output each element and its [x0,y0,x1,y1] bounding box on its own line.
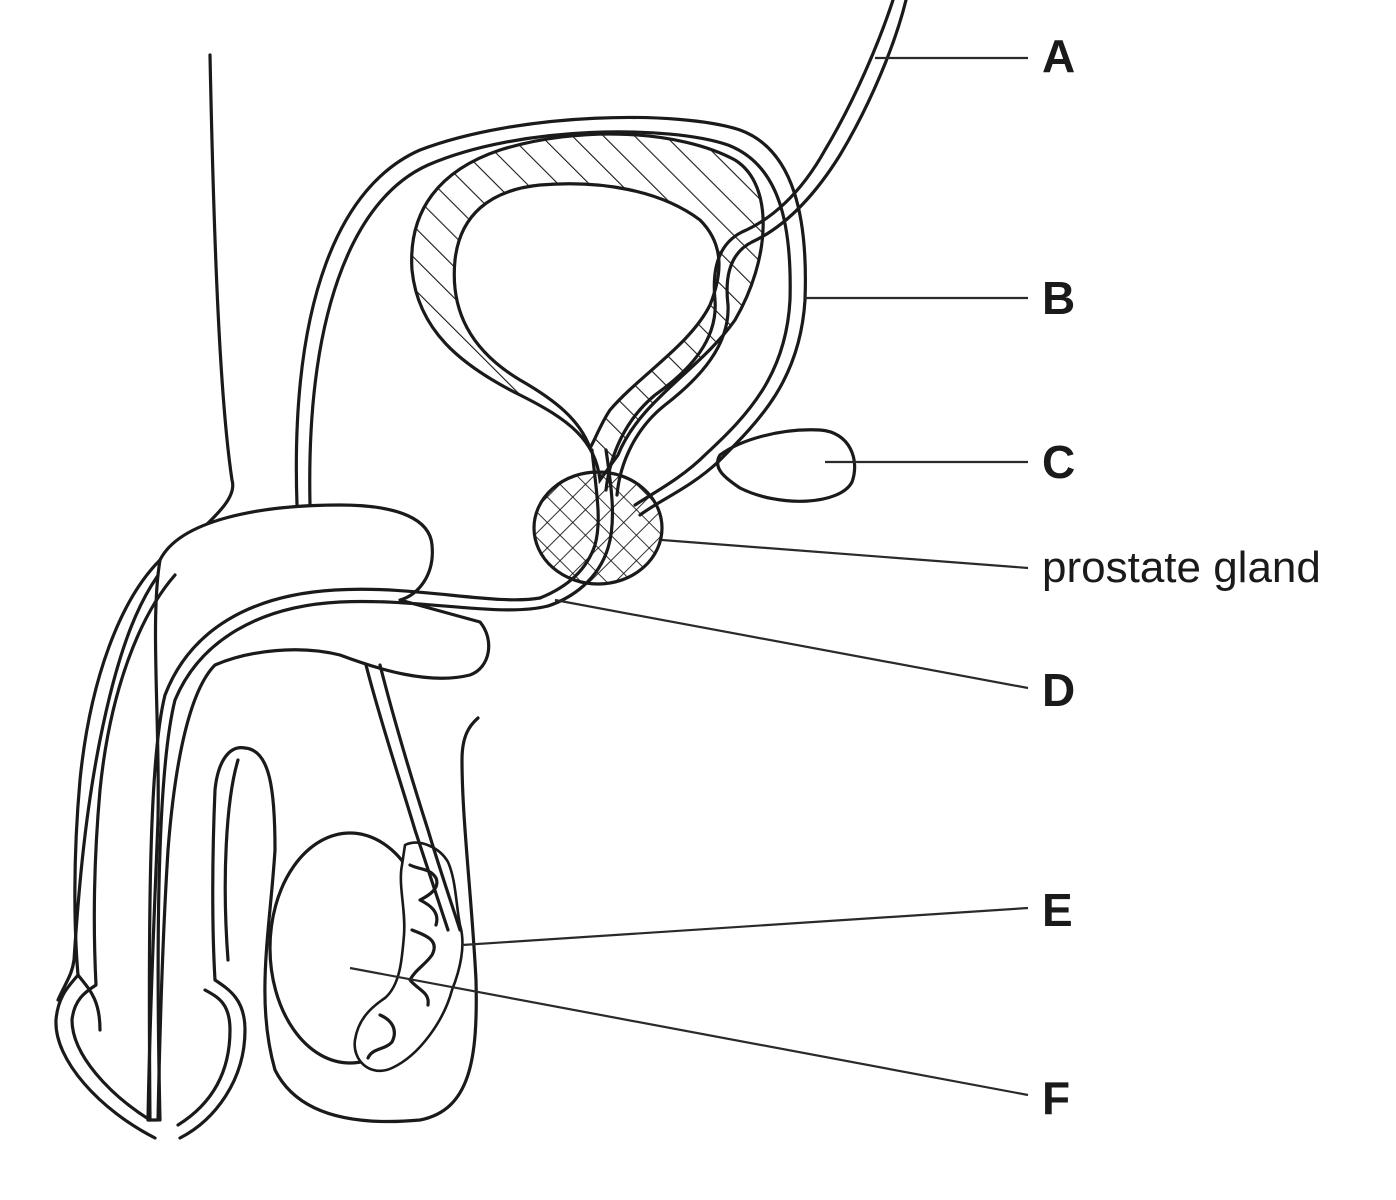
penis-inner [70,573,177,1122]
label-c: C [1042,436,1075,488]
urethra-prostatic-1 [538,448,600,600]
urethra-inner [147,587,542,1122]
leader-d [554,598,1029,690]
epididymis-coil-3 [366,1013,396,1060]
bladder-wall [410,132,765,485]
peritoneum-outer [294,115,807,517]
epididymis-coil-2 [408,928,436,1007]
glans-front [178,746,247,1140]
leader-prostate [661,538,1029,570]
label-prostate-gland: prostate gland [1042,543,1321,592]
leader-f [349,966,1029,1097]
leader-e [461,906,1029,947]
label-e: E [1042,884,1073,936]
sperm-duct-lower-2 [378,663,462,932]
sperm-duct-lower-1 [364,663,450,932]
sperm-duct-upper-1 [604,0,895,492]
label-d: D [1042,664,1075,716]
label-a: A [1042,30,1075,82]
penis-outer [54,558,162,1140]
glans-rim-left [76,973,102,1032]
sperm-duct-upper-2 [615,0,908,497]
scrotum-inner [223,758,240,962]
urethra-prostatic-2 [546,448,615,608]
peritoneum-inner [308,130,792,507]
epididymis-coil-1 [408,863,439,927]
label-f: F [1042,1072,1070,1124]
seminal-vesicle [716,428,857,503]
urethra-outer [156,599,550,1122]
glans-front-inner [176,988,232,1127]
erectile-tissue [146,503,491,1122]
epididymis [353,841,464,1073]
scrotum-outline [243,716,480,1124]
label-b: B [1042,272,1075,324]
